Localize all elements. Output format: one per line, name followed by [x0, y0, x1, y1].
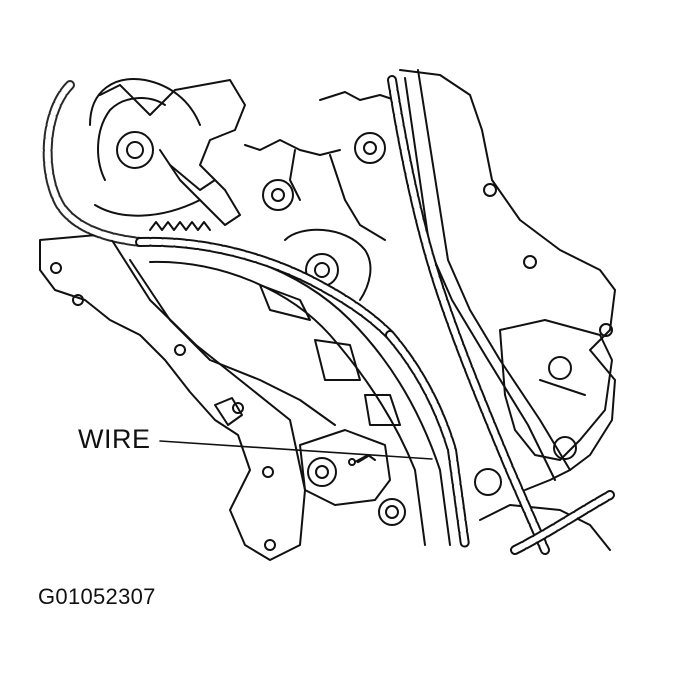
timing-chain: [42, 75, 615, 555]
upper-bracket: [99, 79, 246, 226]
idler-arc: [284, 228, 372, 301]
tensioner-bolt-inner: [315, 465, 329, 479]
engine-block-outline: [39, 233, 306, 561]
left-hole-1: [50, 262, 62, 274]
guide-slot-3: [364, 394, 401, 426]
left-hole-5: [262, 466, 274, 478]
wire-indicator: [356, 454, 370, 464]
right-hole-3: [483, 183, 497, 197]
wire-callout-label: WIRE: [78, 424, 151, 454]
tensioner-line: [539, 379, 586, 396]
upper-channel: [329, 154, 386, 241]
right-bolt-2: [553, 436, 577, 460]
right-hole-1: [523, 255, 537, 269]
tensioner-block: [299, 429, 391, 506]
cam-sprocket-rim: [94, 199, 201, 217]
lower-bolt-inner: [385, 505, 399, 519]
housing-right-rail-2: [404, 77, 556, 481]
chain-guide-inner: [149, 260, 426, 546]
figure-id: G01052307: [38, 584, 156, 609]
cam-sprocket-arc: [89, 78, 201, 126]
left-hole-6: [264, 539, 276, 551]
cam-bolt-inner: [126, 141, 144, 159]
right-hole-2: [599, 323, 613, 337]
lower-right-plate: [479, 504, 611, 551]
wire-callout-line: [159, 440, 433, 460]
upper-ridge: [244, 139, 341, 156]
lower-bolt: [378, 498, 406, 526]
cam-sprocket-inner: [97, 97, 166, 181]
lower-right-bolt: [474, 468, 502, 496]
left-hole-3: [174, 344, 186, 356]
top-edge: [319, 91, 396, 101]
left-hole-4: [232, 402, 244, 414]
bolt-hole-right-top-inner: [363, 141, 377, 155]
guide-slot-2: [314, 339, 361, 381]
bolt-hole-right-top: [354, 132, 386, 164]
idler-sprocket-center: [314, 262, 330, 278]
bracket-line: [169, 164, 216, 191]
upper-channel-2: [289, 149, 301, 201]
bolt-hole-upper-inner: [271, 188, 285, 202]
tensioner-bolt: [307, 457, 337, 487]
bolt-hole-upper: [262, 179, 294, 211]
left-hole-2: [72, 294, 84, 306]
chain-guide-outer: [144, 243, 451, 546]
right-bolt-1: [548, 356, 572, 380]
tensioner-body: [499, 319, 613, 461]
housing-right: [399, 69, 616, 491]
cam-bolt-outer: [116, 131, 154, 169]
tensioner-lever: [129, 259, 336, 426]
cover-lower-left: [214, 397, 243, 426]
housing-right-rail: [417, 69, 571, 471]
guide-slot-1: [259, 284, 311, 321]
sprocket-teeth: [149, 221, 211, 231]
